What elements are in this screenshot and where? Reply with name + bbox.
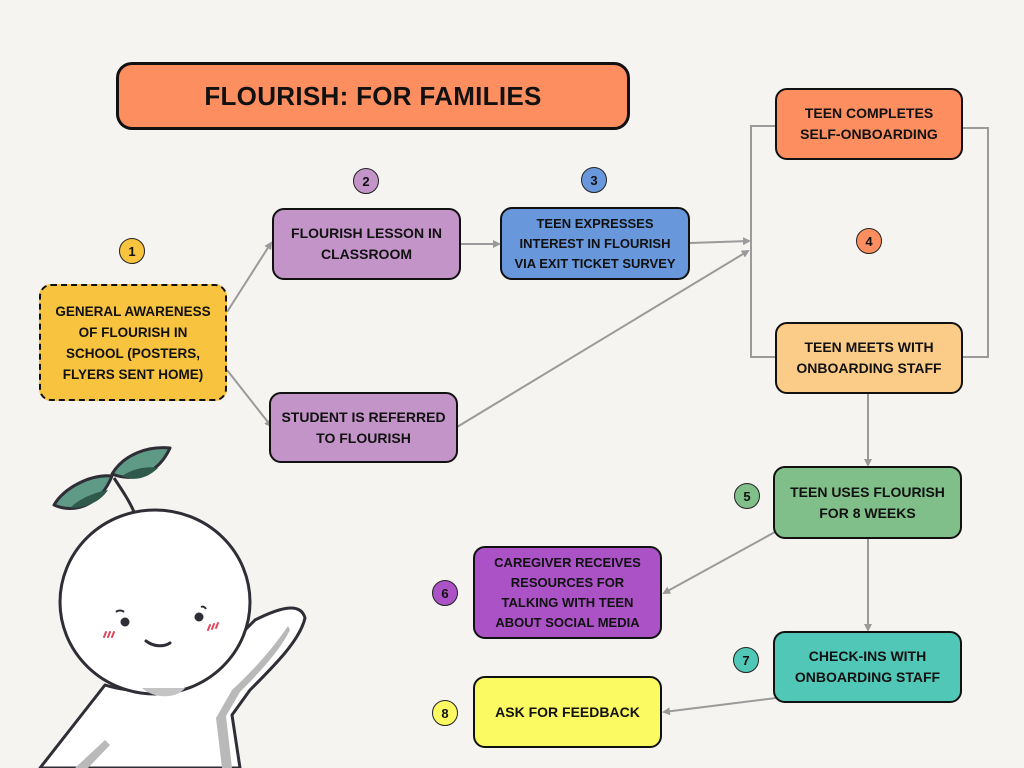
step-badge-4: 4 (856, 228, 882, 254)
connector-7-to-8 (662, 697, 777, 716)
step-6-caregiver-resources: CAREGIVER RECEIVES RESOURCES FOR TALKING… (473, 546, 662, 639)
step-8-ask-for-feedback: ASK FOR FEEDBACK (473, 676, 662, 748)
step-4-self-onboarding: TEEN COMPLETES SELF-ONBOARDING (775, 88, 963, 160)
step-badge-1: 1 (119, 238, 145, 264)
bracket-left-step-4 (750, 125, 776, 358)
mascot-leg-shadow (75, 740, 110, 768)
connector-1-to-2a (226, 241, 273, 313)
step-badge-7: 7 (733, 647, 759, 673)
step-1-general-awareness: GENERAL AWARENESS OF FLOURISH IN SCHOOL … (39, 284, 227, 401)
step-badge-2: 2 (353, 168, 379, 194)
step-badge-3: 3 (581, 167, 607, 193)
step-2-student-referred: STUDENT IS REFERRED TO FLOURISH (269, 392, 458, 463)
mascot-eye-left (120, 617, 130, 627)
mascot-arm-shadow (216, 626, 290, 768)
connector-3-to-4 (689, 237, 751, 246)
step-badge-8: 8 (432, 700, 458, 726)
step-4-meets-onboarding-staff: TEEN MEETS WITH ONBOARDING STAFF (775, 322, 963, 394)
connector-2b-to-4 (456, 249, 750, 428)
mascot-stem (112, 477, 136, 513)
connector-1-to-2b (226, 369, 273, 428)
page-title: FLOURISH: FOR FAMILIES (116, 62, 630, 130)
step-3-teen-expresses-interest: TEEN EXPRESSES INTEREST IN FLOURISH VIA … (500, 207, 690, 280)
mascot-head (58, 508, 252, 696)
step-badge-6: 6 (432, 580, 458, 606)
sprout-mascot-illustration (38, 446, 307, 768)
step-badge-5: 5 (734, 483, 760, 509)
mascot-smile (144, 639, 172, 648)
mascot-blush (103, 622, 219, 638)
step-5-teen-uses-flourish: TEEN USES FLOURISH FOR 8 WEEKS (773, 466, 962, 539)
step-7-check-ins: CHECK-INS WITH ONBOARDING STAFF (773, 631, 962, 703)
connector-5-to-6 (662, 531, 776, 594)
bracket-right-step-4 (962, 127, 989, 358)
step-2-flourish-lesson: FLOURISH LESSON IN CLASSROOM (272, 208, 461, 280)
mascot-eye-right (194, 612, 204, 622)
